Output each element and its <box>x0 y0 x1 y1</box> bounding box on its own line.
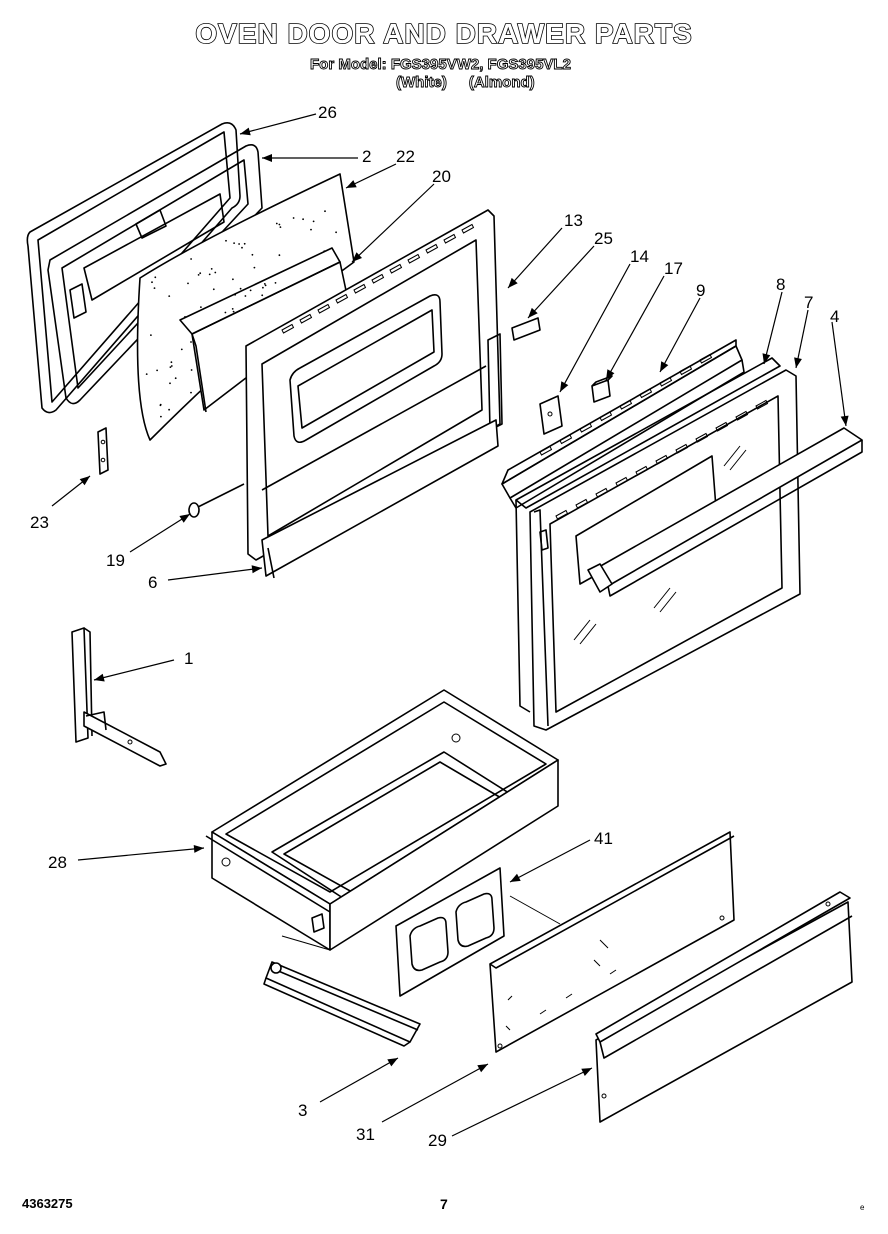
alignment-lines <box>281 895 561 951</box>
part-19-screw <box>188 483 245 518</box>
part-29-front-panel <box>595 891 853 1123</box>
callout-13: 13 <box>564 211 583 230</box>
callout-20: 20 <box>432 167 451 186</box>
part-41-panel <box>395 867 505 997</box>
model-white: FGS395VW2, <box>390 56 484 74</box>
callout-3: 3 <box>298 1101 307 1120</box>
callout-28: 28 <box>48 853 67 872</box>
callout-29: 29 <box>428 1131 447 1150</box>
callout-4: 4 <box>830 307 839 326</box>
part-1-hinge <box>71 627 167 767</box>
part-26-gasket <box>26 122 241 414</box>
page-title: OVEN DOOR AND DRAWER PARTS <box>195 17 693 50</box>
callout-9: 9 <box>696 281 705 300</box>
callout-23: 23 <box>30 513 49 532</box>
leader-arrowheads <box>79 127 849 1076</box>
part-28-drawer <box>205 689 559 951</box>
footer-mark: e <box>860 1203 865 1212</box>
callout-7: 7 <box>804 293 813 312</box>
callout-8: 8 <box>776 275 785 294</box>
part-13-door-frame <box>245 209 503 561</box>
part-23-bracket <box>97 427 109 475</box>
callout-22: 22 <box>396 147 415 166</box>
color-white: (White) <box>396 74 448 92</box>
callout-26: 26 <box>318 103 337 122</box>
part-9-vent-channel <box>501 339 745 509</box>
page-number: 7 <box>440 1196 448 1212</box>
part-31-rear-panel <box>489 831 735 1053</box>
callout-2: 2 <box>362 147 371 166</box>
part-14-bracket <box>539 395 563 435</box>
part-25-clip <box>511 317 541 341</box>
callout-25: 25 <box>594 229 613 248</box>
color-almond: (Almond) <box>468 74 535 92</box>
callout-19: 19 <box>106 551 125 570</box>
callout-31: 31 <box>356 1125 375 1144</box>
callout-labels: 26 2 22 20 13 25 14 17 9 8 7 4 23 19 6 1… <box>30 103 839 1150</box>
part-17-block <box>591 375 613 403</box>
model-almond: FGS395VL2 <box>487 56 571 74</box>
leader-lines <box>51 113 847 1137</box>
callout-41: 41 <box>594 829 613 848</box>
callout-14: 14 <box>630 247 649 266</box>
part-3-slide <box>263 961 421 1047</box>
callout-1: 1 <box>184 649 193 668</box>
callout-17: 17 <box>664 259 683 278</box>
part-6-trim <box>261 419 499 579</box>
document-number: 4363275 <box>22 1196 73 1211</box>
part-4-handle <box>587 427 863 597</box>
model-prefix: For Model: <box>310 56 388 74</box>
model-info: For Model: FGS395VW2, FGS395VL2 (White) (… <box>310 56 572 92</box>
callout-6: 6 <box>148 573 157 592</box>
